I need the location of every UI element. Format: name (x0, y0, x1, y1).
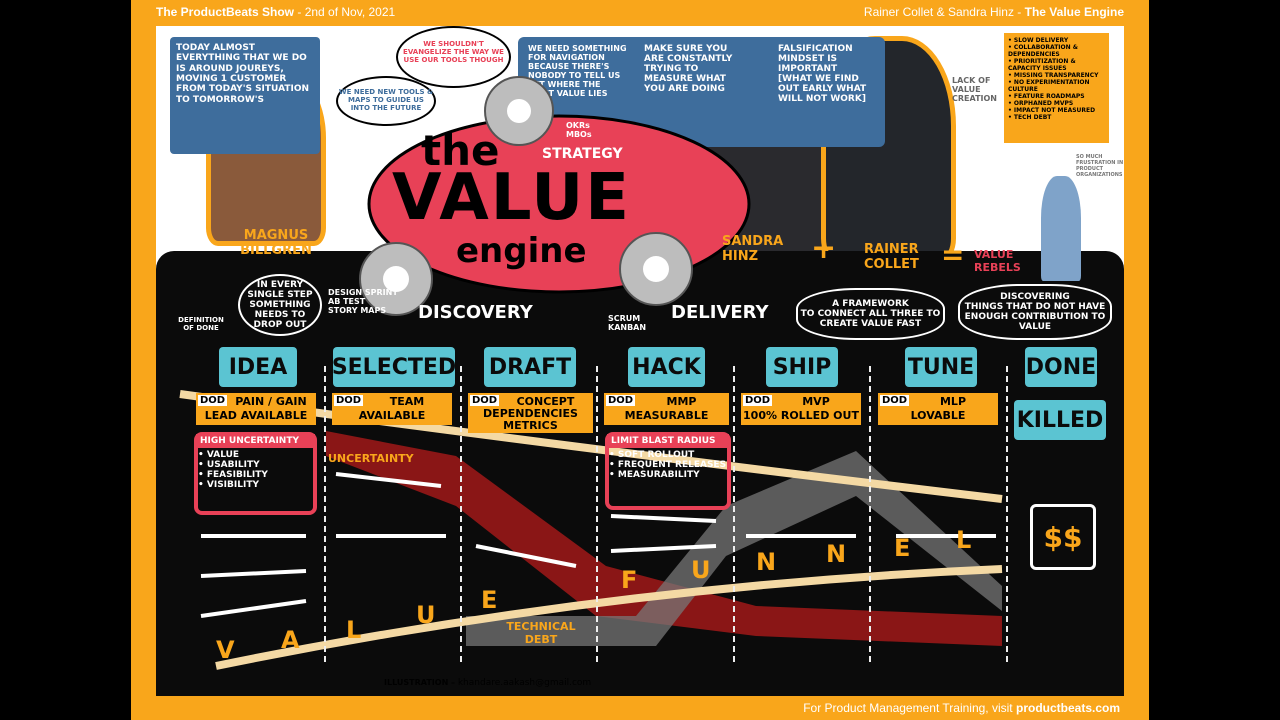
plus-sign: + (811, 231, 837, 266)
quote-falsification-text: FALSIFICATION MINDSET IS IMPORTANT [WHAT… (778, 44, 867, 104)
lower-funnel-line (215, 565, 1003, 670)
bubble-framework: A FRAMEWORK TO CONNECT ALL THREE TO CREA… (796, 288, 945, 340)
uncertainty-label: UNCERTAINTY (328, 452, 414, 465)
stage-hack: HACK (628, 347, 705, 387)
stage-selected: SELECTED (332, 347, 456, 387)
productbeats-link[interactable]: productbeats.com (1015, 701, 1120, 715)
equals-sign: = (941, 238, 965, 271)
quote-new-tools: WE NEED NEW TOOLS & MAPS TO GUIDE US INT… (336, 76, 436, 126)
divider-2 (460, 366, 462, 666)
sandra-name: SANDRA HINZ (722, 234, 784, 264)
frustration-note: SO MUCH FRUSTRATION IN PRODUCT ORGANIZAT… (1076, 154, 1124, 178)
illustration-credit: ILLUSTRATION – khandare.aakash@gmail.com (384, 678, 592, 688)
problem-item: • FEATURE ROADMAPS (1008, 93, 1085, 100)
problems-board: • SLOW DELIVERY• COLLABORATION & DEPENDE… (1004, 33, 1109, 143)
show-title: The ProductBeats Show (156, 5, 295, 19)
funnel-letter: F (621, 566, 638, 594)
problem-item: • MISSING TRANSPARENCY (1008, 72, 1099, 79)
tech-debt-label: TECHNICAL DEBT (506, 620, 576, 646)
divider-1 (324, 366, 326, 666)
problem-item: • TECH DEBT (1008, 114, 1052, 121)
funnel-letter: U (416, 601, 436, 629)
stage-ship: SHIP (766, 347, 838, 387)
problem-item: • PRIORITIZATION & CAPACITY ISSUES (1008, 58, 1076, 72)
value-rebel-figure (1041, 176, 1081, 281)
funnel-letter: N (826, 540, 847, 568)
strategy-label: STRATEGY (542, 146, 623, 162)
header-right: Rainer Collet & Sandra Hinz - The Value … (864, 5, 1124, 19)
footer-training: For Product Management Training, visit p… (803, 701, 1120, 715)
quote-navigation-text: WE NEED SOMETHING FOR NAVIGATION BECAUSE… (528, 44, 627, 98)
episode-title: The Value Engine (1024, 5, 1124, 19)
stage-done: DONE (1025, 347, 1097, 387)
stage-idea: IDEA (219, 347, 297, 387)
money-icon: $$ (1030, 504, 1096, 570)
divider-3 (596, 366, 598, 666)
bubble-every-step: IN EVERY SINGLE STEP SOMETHING NEEDS TO … (238, 274, 322, 336)
funnel-letter: E (481, 586, 498, 614)
definition-of-done: DEFINITION OF DONE (178, 316, 224, 332)
quote-evangelize: WE SHOULDN'T EVANGELIZE THE WAY WE USE O… (396, 26, 511, 88)
discovery-label: DISCOVERY (418, 302, 533, 323)
high-uncertainty-box: HIGH UNCERTAINTY• VALUE• USABILITY• FEAS… (194, 432, 317, 515)
quote-journeys: TODAY ALMOST EVERYTHING THAT WE DO IS AR… (170, 37, 320, 154)
quote-measure-text: MAKE SURE YOU ARE CONSTANTLY TRYING TO M… (644, 44, 733, 94)
limit-blast-box: LIMIT BLAST RADIUS• SOFT ROLLOUT• FREQUE… (605, 432, 731, 510)
guests: Rainer Collet & Sandra Hinz - (863, 5, 1025, 19)
stage-draft: DRAFT (484, 347, 576, 387)
illustration-canvas: TODAY ALMOST EVERYTHING THAT WE DO IS AR… (156, 26, 1124, 696)
value-rebels: VALUE REBELS (974, 248, 1021, 274)
stage-tune: TUNE (905, 347, 977, 387)
title-engine: engine (456, 231, 587, 271)
funnel-letter: E (894, 534, 911, 562)
uncertainty-band (326, 431, 1002, 646)
lack-of-value: LACK OF VALUE CREATION (952, 76, 997, 103)
funnel-letter: V (216, 636, 235, 664)
problem-item: • SLOW DELIVERY (1008, 37, 1069, 44)
header-left: The ProductBeats Show - 2nd of Nov, 2021 (156, 5, 395, 19)
magnus-name: MAGNUS BILLGREN (240, 228, 312, 258)
title-value: VALUE (392, 161, 631, 235)
funnel-letter: U (691, 556, 711, 584)
show-date: - 2nd of Nov, 2021 (294, 5, 396, 19)
rainer-name: RAINER COLLET (864, 242, 919, 272)
funnel-letter: L (956, 526, 972, 554)
funnel-letter: A (281, 626, 300, 654)
title-the: the (421, 126, 500, 175)
stage-killed: KILLED (1014, 400, 1106, 440)
divider-6 (1006, 366, 1008, 666)
funnel-letter: L (346, 616, 362, 644)
funnel-letter: N (756, 548, 777, 576)
bubble-discovering: DISCOVERING THINGS THAT DO NOT HAVE ENOU… (958, 284, 1112, 340)
problem-item: • ORPHANED MVPS (1008, 100, 1074, 107)
divider-5 (869, 366, 871, 666)
problem-item: • NO EXPERIMENTATION CULTURE (1008, 79, 1090, 93)
delivery-label: DELIVERY (671, 302, 769, 323)
flow-arrows (200, 472, 996, 618)
divider-4 (733, 366, 735, 666)
problem-item: • COLLABORATION & DEPENDENCIES (1008, 44, 1078, 58)
problem-item: • IMPACT NOT MEASURED (1008, 107, 1096, 114)
